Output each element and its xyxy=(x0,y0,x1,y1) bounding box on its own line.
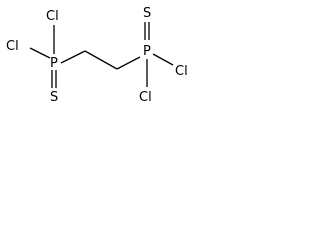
bond-p-right-cl-right xyxy=(152,53,174,66)
atom-p-right: P xyxy=(143,44,151,59)
atom-cl-right-lower: Cl xyxy=(139,90,152,105)
bond-ch2-p-right xyxy=(116,56,141,70)
bond-p-left-ch2 xyxy=(60,50,86,64)
atom-cl-left-upper: Cl xyxy=(46,9,59,24)
atom-cl-right-side: Cl xyxy=(175,64,188,79)
atom-p-left: P xyxy=(50,56,58,71)
bond-p-left-cl-left xyxy=(29,47,51,59)
atom-s-left: S xyxy=(50,90,58,105)
atom-cl-left-side: Cl xyxy=(6,39,19,54)
atom-s-right: S xyxy=(143,6,151,21)
chemical-structure: Cl Cl P S S P Cl Cl xyxy=(6,6,188,105)
bond-ch2-ch2 xyxy=(84,50,118,70)
